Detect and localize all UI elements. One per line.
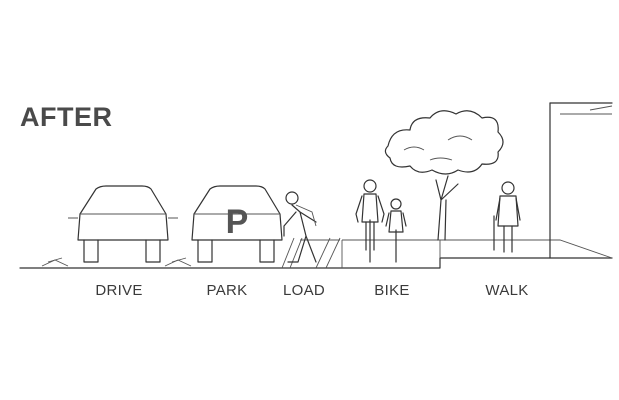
tree [384, 110, 504, 241]
zone-label-drive: DRIVE [95, 282, 143, 299]
curb [341, 239, 441, 268]
parking-sign-letter: P [226, 203, 249, 241]
zone-label-park: PARK [206, 282, 248, 299]
car-drive [68, 185, 178, 263]
zone-label-load: LOAD [282, 282, 326, 299]
street-ground-line [19, 257, 613, 269]
zone-label-walk: WALK [485, 282, 529, 299]
building [549, 102, 613, 259]
person-loading [283, 191, 317, 263]
car-park: P [191, 185, 283, 263]
diagram-heading: AFTER [20, 102, 113, 132]
lane-markings [41, 257, 192, 267]
pedestrian [493, 181, 521, 253]
cyclist-child [385, 198, 407, 263]
cyclist-adult [355, 179, 385, 263]
zone-label-bike: BIKE [374, 282, 410, 299]
loading-zone-markings [281, 237, 341, 269]
sidewalk-surface [440, 239, 613, 259]
